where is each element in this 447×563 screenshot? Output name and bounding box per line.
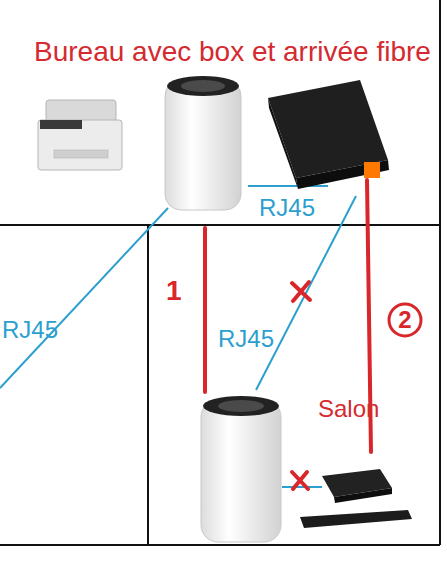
rj45-cable (0, 208, 168, 388)
room-area: Salon (148, 225, 440, 545)
rj45-cable (256, 196, 356, 390)
wall (439, 0, 441, 545)
mesh-top (167, 76, 239, 96)
cable-label: RJ45 (2, 318, 58, 342)
wall (0, 224, 440, 226)
mesh-wifi-unit (201, 400, 281, 542)
callout-number: 2 (398, 308, 411, 332)
mesh-top (218, 400, 264, 412)
callout-circle (389, 304, 421, 336)
mesh-wifi-unit (165, 80, 241, 210)
room-name: Salon (318, 397, 379, 421)
wall (147, 225, 149, 545)
room-area: Bureau avec box et arrivée fibre (0, 0, 440, 225)
cable-label: RJ45 (259, 196, 315, 220)
printer (38, 120, 122, 170)
callout-number: 1 (166, 277, 182, 305)
mesh-top (181, 80, 225, 92)
wall (0, 544, 440, 546)
rj45-cable (248, 185, 328, 187)
tv-box (334, 488, 392, 503)
rj45-cable (282, 486, 322, 488)
room-name: Bureau avec box et arrivée fibre (34, 38, 431, 66)
cable-label: RJ45 (218, 327, 274, 351)
printer-tray (54, 150, 108, 158)
printer-panel (40, 120, 82, 129)
mesh-top (203, 396, 279, 416)
cross-mark (292, 472, 308, 489)
internet-box (268, 98, 298, 189)
internet-box (268, 80, 388, 178)
orange-logo (364, 162, 380, 178)
remote-control (300, 510, 412, 528)
printer (46, 100, 116, 122)
cross-mark (292, 282, 310, 301)
link-line (203, 228, 207, 392)
internet-box (296, 160, 389, 189)
